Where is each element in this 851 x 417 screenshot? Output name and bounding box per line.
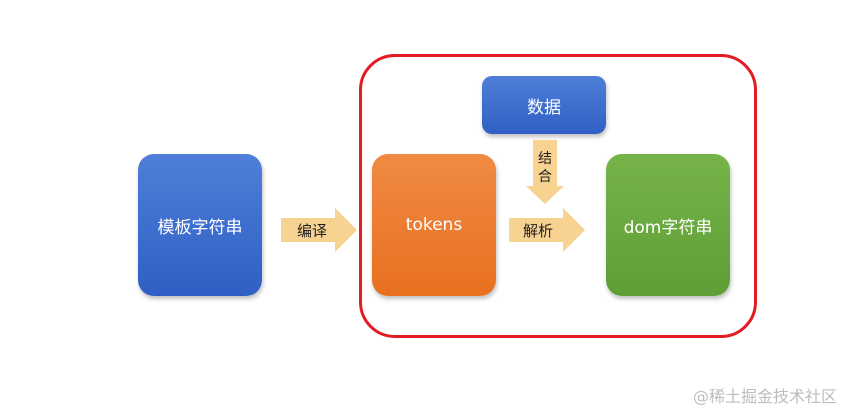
edge-combine-label: 结合 xyxy=(538,151,552,185)
node-tokens: tokens xyxy=(372,154,496,296)
watermark: @稀土掘金技术社区 xyxy=(692,387,837,406)
edge-parse-arrow: 解析 xyxy=(509,208,585,252)
node-data: 数据 xyxy=(482,76,606,134)
node-dom-string-label: dom字符串 xyxy=(623,217,713,238)
node-template-string: 模板字符串 xyxy=(138,154,262,296)
edge-compile-arrow: 编译 xyxy=(281,208,357,252)
node-tokens-label: tokens xyxy=(405,215,463,235)
node-dom-string: dom字符串 xyxy=(606,154,730,296)
edge-combine-arrow: 结合 xyxy=(526,140,564,204)
node-data-label: 数据 xyxy=(527,97,561,118)
node-template-string-label: 模板字符串 xyxy=(157,217,243,238)
combine-arrow-icon xyxy=(526,140,564,204)
edge-parse-label: 解析 xyxy=(523,222,554,240)
parse-arrow-icon xyxy=(509,208,585,252)
compile-arrow-icon xyxy=(281,208,357,252)
processing-frame xyxy=(359,54,757,338)
edge-compile-label: 编译 xyxy=(297,222,328,240)
